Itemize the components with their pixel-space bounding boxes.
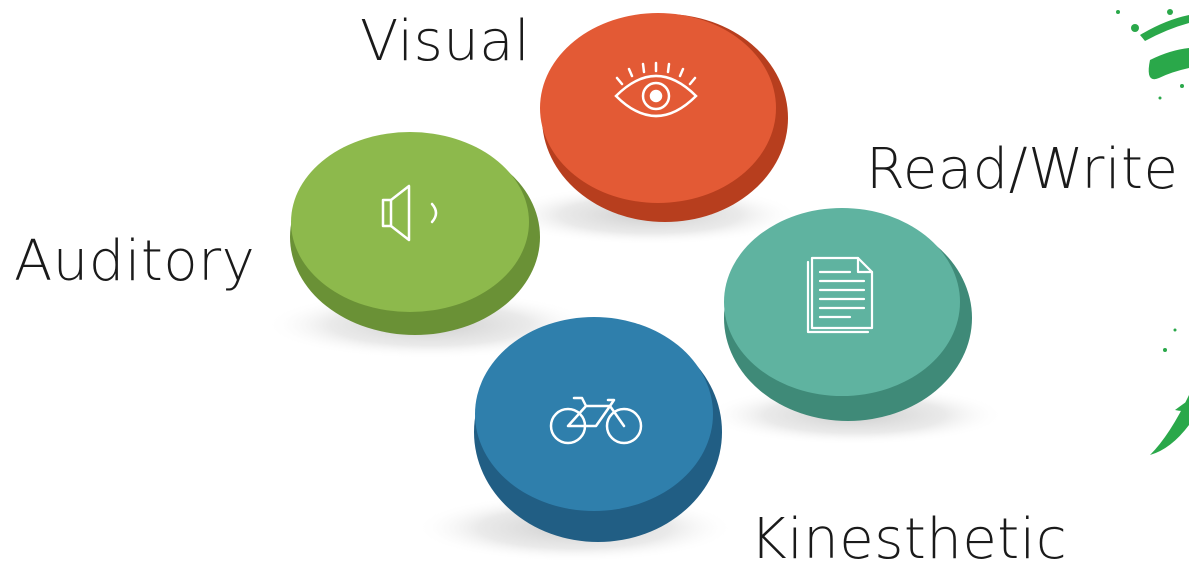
visual-node: [540, 13, 788, 222]
kinesthetic-node: [474, 317, 722, 542]
paint-splash-decoration: [1116, 9, 1189, 455]
label-kinesthetic: Kinesthetic: [750, 507, 1068, 572]
speaker-icon: [381, 184, 438, 242]
label-visual: Visual: [360, 9, 531, 74]
label-auditory: Auditory: [14, 229, 256, 294]
eye-icon: [614, 61, 698, 118]
bicycle-icon: [549, 396, 643, 445]
read-write-node: [724, 208, 972, 421]
label-read-write: Read/Write: [866, 137, 1179, 202]
auditory-node: [290, 132, 540, 335]
document-icon: [806, 256, 874, 334]
